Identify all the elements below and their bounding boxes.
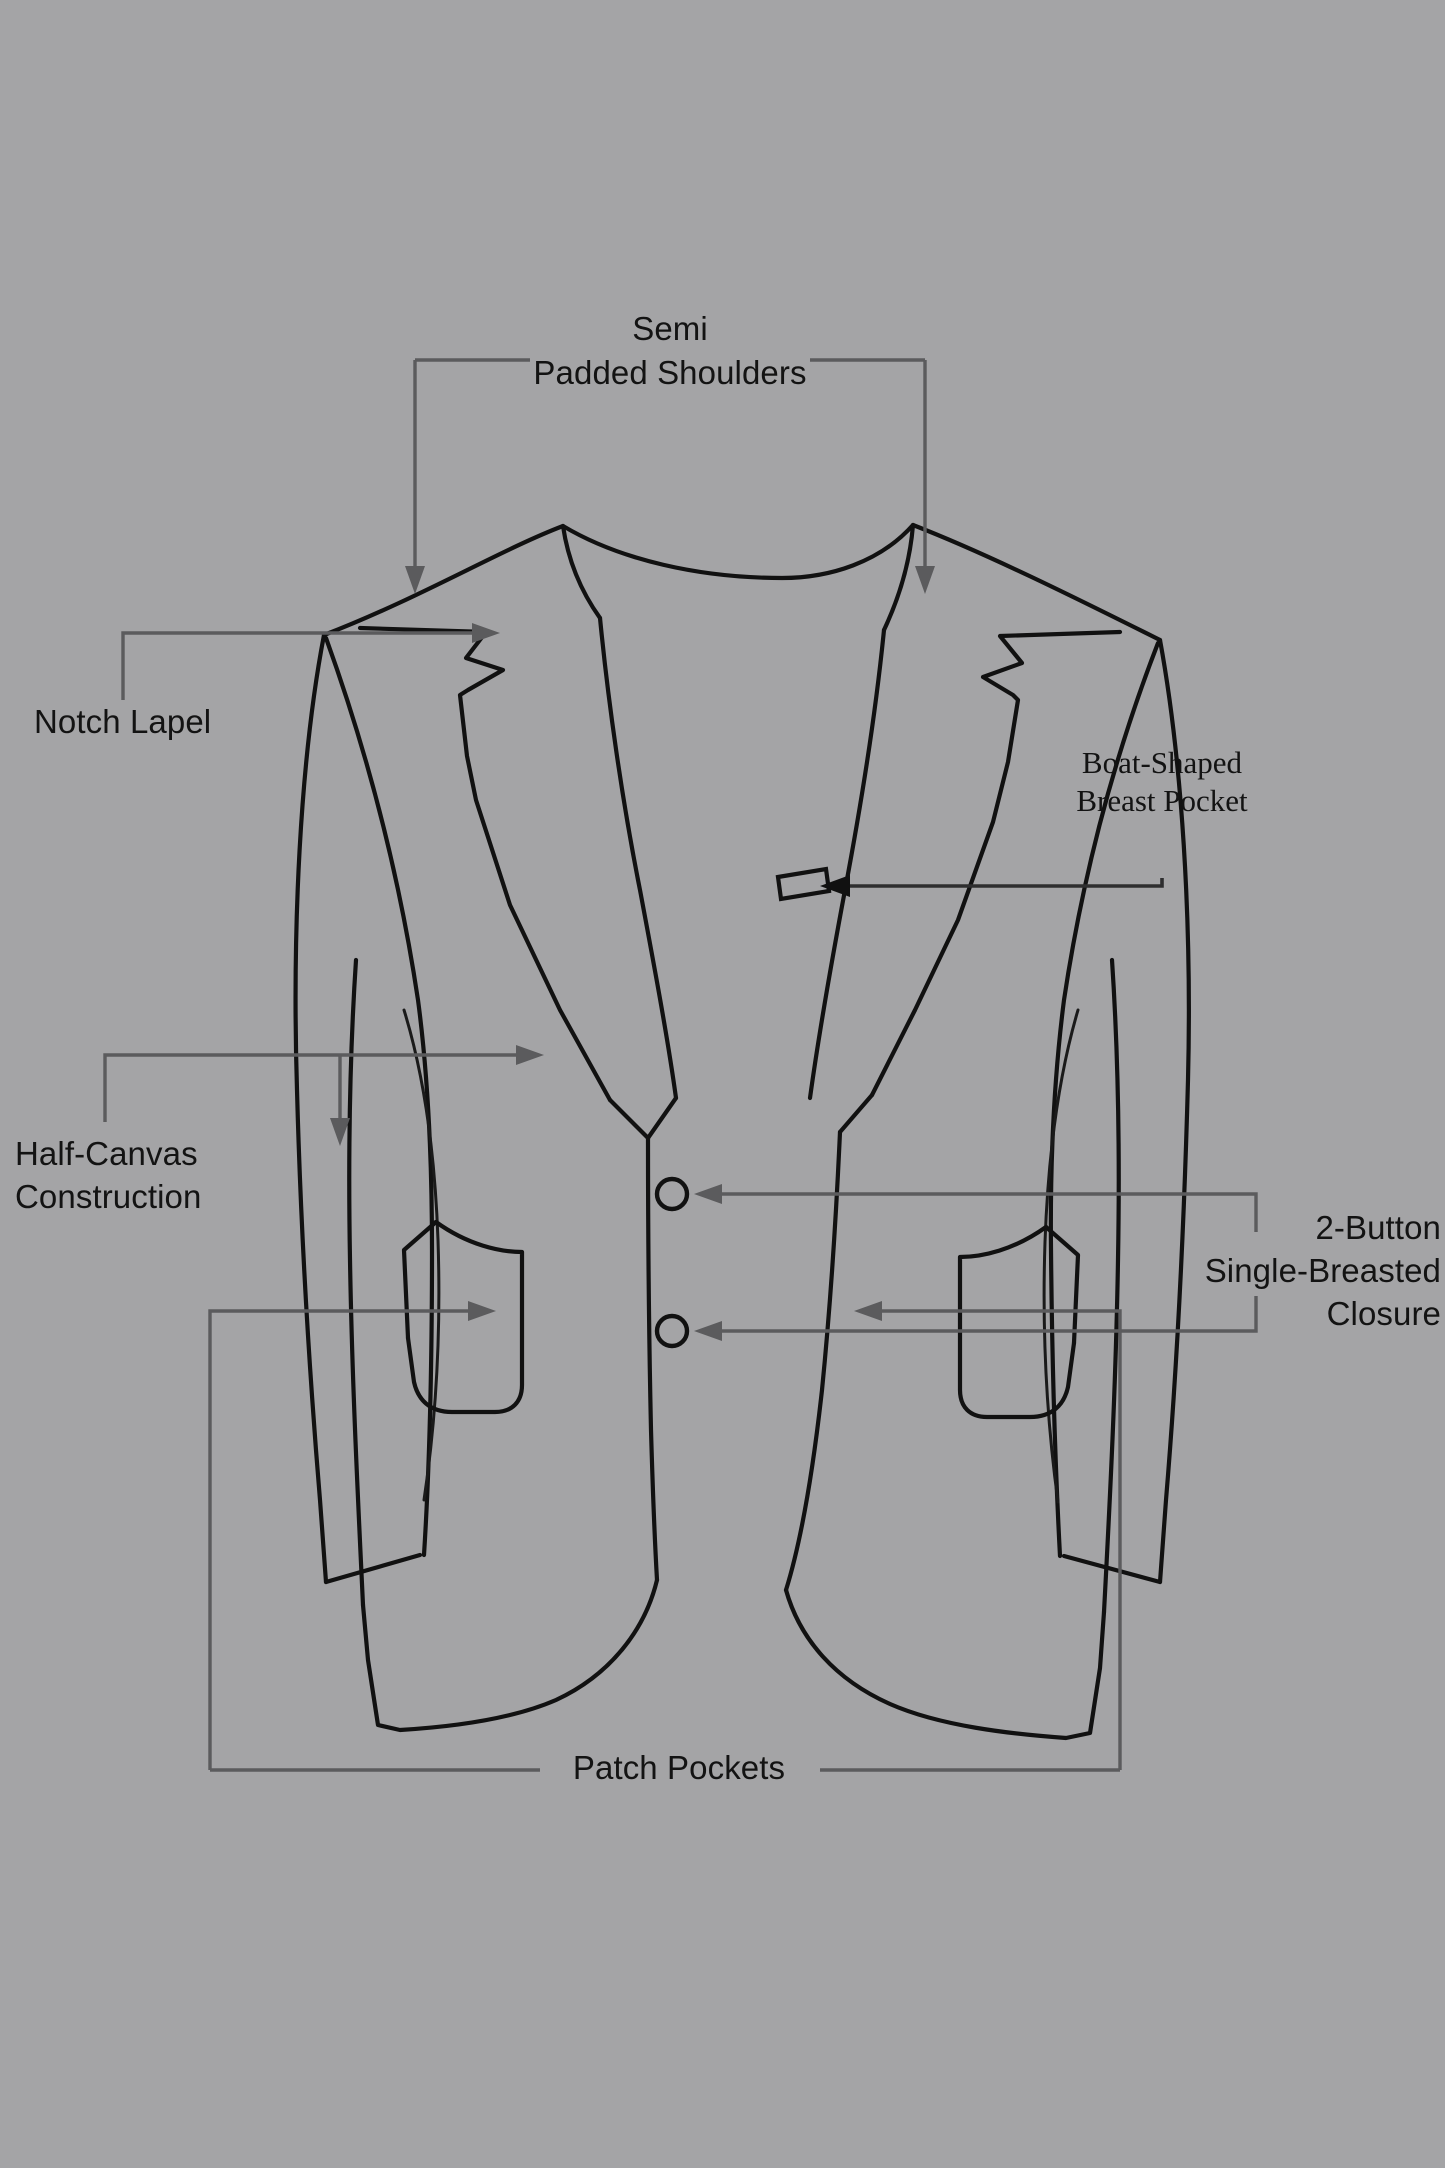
arrowhead-half-canvas-down [330, 1118, 350, 1146]
arrowhead-left-shoulder [405, 566, 425, 594]
armhole-right [1042, 1008, 1080, 1504]
button-top [654, 1176, 690, 1212]
leader-semi-padded-shoulders [405, 358, 935, 594]
arrowhead-half-canvas-right [516, 1045, 544, 1065]
label-boat-shaped-breast-pocket-line-2: Breast Pocket [1076, 783, 1248, 818]
arrowhead-right-shoulder [915, 566, 935, 594]
label-two-button-closure-line-1: 2-Button [1315, 1209, 1441, 1246]
front-right-panel-edge [783, 1129, 843, 1593]
patch-pocket-right-edge [1043, 1224, 1081, 1346]
lapel-break-right [837, 1092, 875, 1135]
label-notch-lapel: Notch Lapel [34, 703, 211, 740]
sleeve-left-outer [293, 632, 329, 1585]
label-notch-lapel-line-1: Notch Lapel [34, 703, 211, 740]
button-bottom [654, 1313, 690, 1349]
notch-lapel-left [357, 625, 613, 1103]
collar-right-edge [881, 522, 916, 633]
label-two-button-closure-line-2: Single-Breasted [1205, 1252, 1441, 1289]
front-closure-edge [645, 1135, 660, 1583]
sleeve-left-cuff [323, 1552, 423, 1585]
boat-shaped-breast-pocket [775, 866, 832, 902]
arrowhead-patch-pocket-right [854, 1301, 882, 1321]
collar-top-curve [560, 522, 916, 581]
hem-right-quarter [783, 1587, 1107, 1741]
arrowhead-button-bottom [694, 1321, 722, 1341]
lapel-left-inner-edge [597, 615, 679, 1101]
label-patch-pockets: Patch Pockets [573, 1749, 785, 1786]
collar-left-edge [560, 523, 603, 621]
leader-half-canvas-construction [103, 1045, 544, 1146]
leader-patch-pockets [208, 1301, 1122, 1772]
armhole-left [402, 1008, 441, 1502]
arrowhead-button-top [694, 1184, 722, 1204]
patch-pocket-left [405, 1219, 525, 1415]
patch-pocket-left-edge [401, 1219, 439, 1341]
sleeve-right-cuff [1061, 1553, 1163, 1585]
label-half-canvas-construction-line-2: Construction [15, 1178, 201, 1215]
label-half-canvas-construction-line-1: Half-Canvas [15, 1135, 198, 1172]
label-semi-padded-shoulders: Semi Padded Shoulders [533, 310, 806, 391]
leader-notch-lapel [121, 623, 500, 700]
arrowhead-notch-lapel [472, 623, 500, 643]
arrowhead-patch-pocket-left [468, 1301, 496, 1321]
arrowhead-breast-pocket [820, 875, 850, 897]
leader-two-button-closure [694, 1184, 1258, 1341]
body-side-seam-left [347, 957, 366, 1608]
label-half-canvas-construction: Half-Canvas Construction [15, 1135, 201, 1215]
hem-left-quarter [360, 1577, 660, 1733]
notch-lapel-right [869, 629, 1123, 1098]
body-side-seam-right [1101, 957, 1121, 1615]
patch-pocket-right [957, 1224, 1077, 1420]
label-patch-pockets-line-1: Patch Pockets [573, 1749, 785, 1786]
leader-boat-shaped-breast-pocket [820, 875, 1164, 897]
shoulder-seam-left [321, 523, 566, 638]
label-boat-shaped-breast-pocket-line-1: Boat-Shaped [1082, 745, 1243, 780]
sleeve-right-outer [1157, 637, 1191, 1585]
label-semi-padded-shoulders-line-2: Padded Shoulders [533, 354, 806, 391]
label-boat-shaped-breast-pocket: Boat-Shaped Breast Pocket [1076, 745, 1248, 818]
label-two-button-single-breasted-closure: 2-Button Single-Breasted Closure [1205, 1209, 1441, 1332]
label-semi-padded-shoulders-line-1: Semi [632, 310, 708, 347]
label-two-button-closure-line-3: Closure [1327, 1295, 1441, 1332]
shoulder-seam-right [910, 522, 1163, 643]
